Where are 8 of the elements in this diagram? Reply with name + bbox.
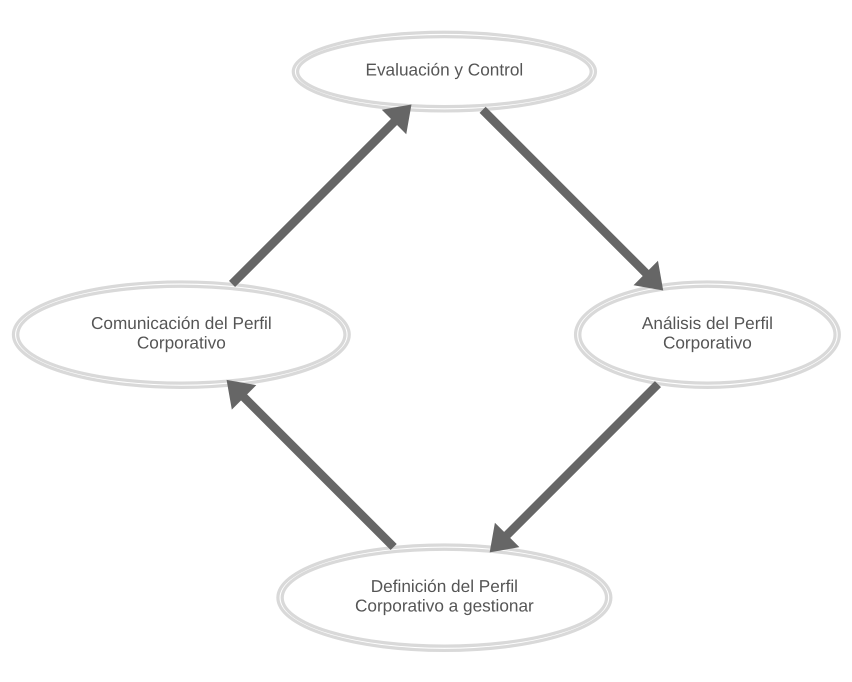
node-ellipse: Análisis del Perfil Corporativo (573, 280, 840, 388)
arrow (479, 106, 663, 290)
node-ellipse: Definición del Perfil Corporativo a gestionar (276, 542, 612, 652)
arrow (228, 104, 411, 286)
arrow (489, 380, 660, 552)
node-ellipse: Evaluación y Control (291, 30, 597, 112)
arrow (226, 379, 396, 550)
node-ellipse: Comunicación del Perfil Corporativo (11, 280, 350, 388)
